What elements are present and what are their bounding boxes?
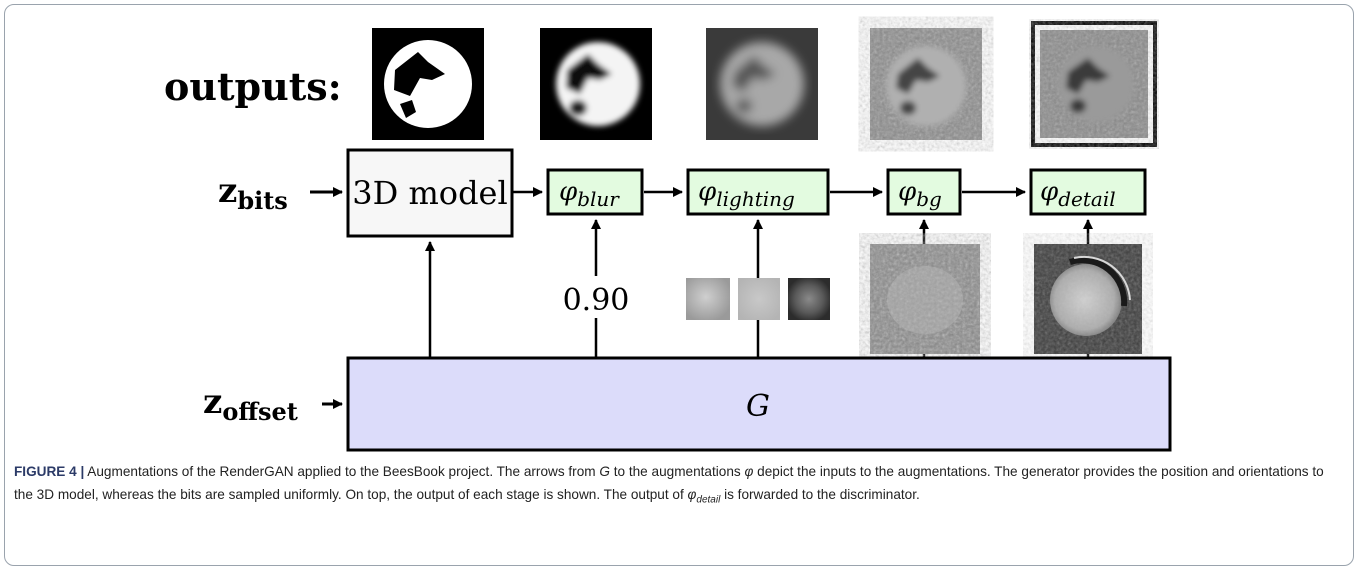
generator-label: G (746, 389, 770, 424)
lighting-thumbnails (686, 278, 830, 320)
generator-box (346, 356, 1172, 452)
caption-text-2: to the augmentations (609, 464, 745, 479)
svg-text:φbg: φbg (898, 177, 942, 211)
caption-g: G (599, 464, 610, 479)
outputs-label: outputs: (164, 64, 342, 109)
z-offset-label: zoffset (203, 382, 298, 426)
svg-text:zoffset: zoffset (203, 382, 298, 426)
blur-value: 0.90 (563, 283, 630, 318)
caption-phi: φ (744, 464, 754, 479)
output-image-3d-model (372, 28, 484, 140)
3d-model-box (346, 148, 514, 238)
output-image-blur (540, 28, 652, 140)
phi-bg-box: φbg (886, 168, 962, 216)
phi-blur-box: φblur (546, 168, 644, 216)
caption-phi-detail: φdetail (687, 487, 721, 506)
svg-text:φlighting: φlighting (698, 177, 795, 211)
output-image-bg (870, 28, 982, 140)
z-bits-label: zbits (218, 171, 288, 215)
svg-text:φdetail: φdetail (1040, 177, 1116, 211)
bg-input-image (870, 244, 980, 354)
caption-text-3: depict the inputs to the augmentations. … (14, 464, 1324, 502)
phi-detail-box: φdetail (1029, 168, 1147, 216)
svg-text:zbits: zbits (218, 171, 288, 215)
output-image-lighting (706, 28, 818, 140)
3d-model-label: 3D model (352, 174, 507, 212)
phi-lighting-box: φlighting (686, 168, 830, 216)
svg-text:φblur: φblur (559, 177, 620, 211)
figure-label: FIGURE 4 | (14, 464, 85, 479)
detail-input-image (1034, 244, 1142, 354)
output-image-detail (1031, 21, 1157, 147)
caption-text-4: is forwarded to the discriminator. (720, 487, 920, 502)
caption-text-1: Augmentations of the RenderGAN applied t… (84, 464, 600, 479)
figure-caption: FIGURE 4 | Augmentations of the RenderGA… (14, 460, 1339, 512)
renderGAN-diagram: outputs: (164, 21, 1172, 452)
